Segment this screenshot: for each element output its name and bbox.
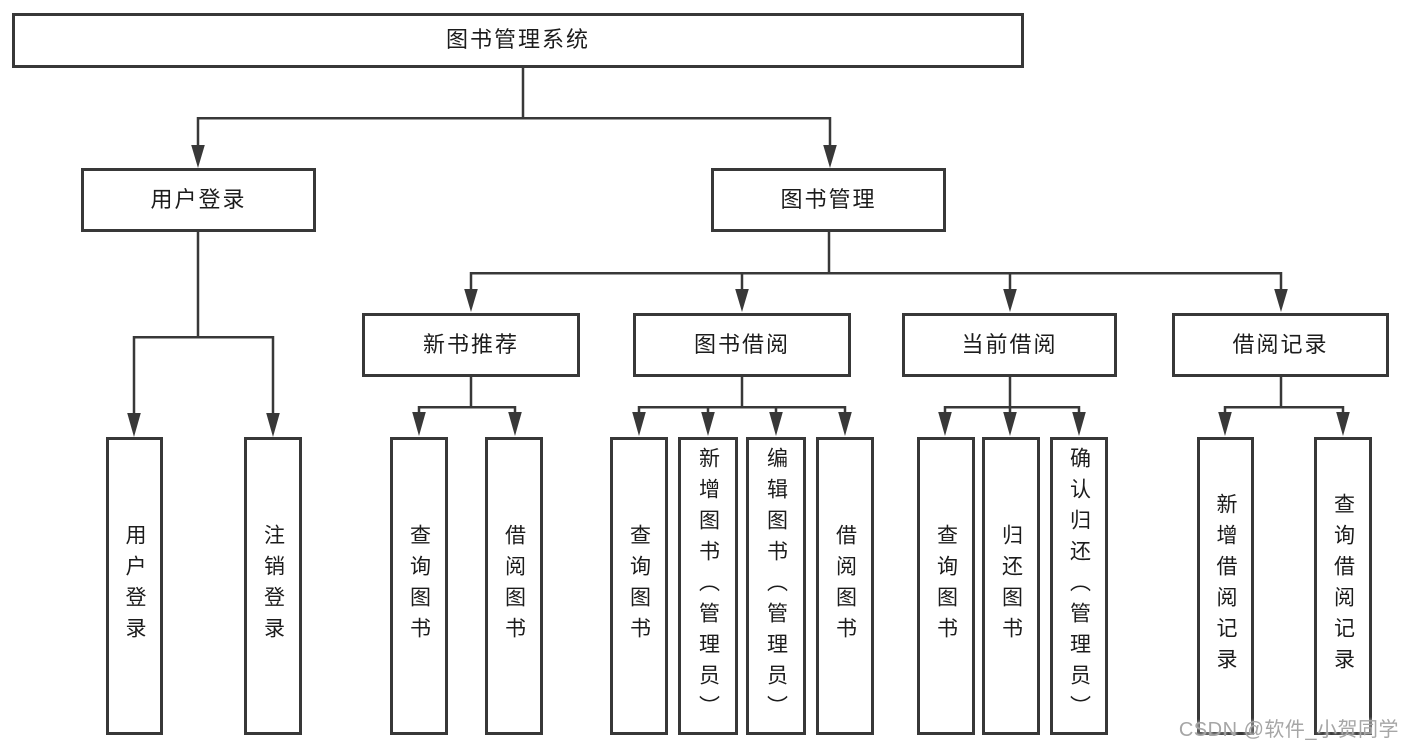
node-current-borrowing: 当前借阅: [902, 313, 1117, 377]
node-user-login: 用户登录: [81, 168, 316, 232]
leaf-return-book: 归还图书: [982, 437, 1040, 735]
node-label: 新增借阅记录: [1214, 493, 1237, 679]
node-label: 用户登录: [150, 186, 247, 212]
node-label: 确认归还（管理员）: [1067, 446, 1091, 726]
node-label: 借阅图书: [833, 524, 857, 648]
node-new-book-recommend: 新书推荐: [362, 313, 580, 377]
leaf-confirm-return-admin: 确认归还（管理员）: [1050, 437, 1108, 735]
node-label: 查询图书: [934, 524, 958, 648]
watermark: CSDN @软件_小贺同学: [1178, 719, 1399, 741]
node-borrowing-records: 借阅记录: [1172, 313, 1389, 377]
leaf-logout: 注销登录: [244, 437, 302, 735]
node-label: 查询图书: [407, 524, 431, 648]
node-label: 借阅图书: [502, 524, 526, 648]
node-label: 新书推荐: [422, 331, 519, 357]
node-label: 归还图书: [999, 524, 1023, 648]
leaf-add-borrow-record: 新增借阅记录: [1197, 437, 1254, 735]
leaf-add-book-admin: 新增图书（管理员）: [678, 437, 738, 735]
node-label: 图书借阅: [693, 331, 790, 357]
node-label: 图书管理: [780, 186, 877, 212]
node-label: 编辑图书（管理员）: [764, 446, 788, 726]
node-system-root: 图书管理系统: [12, 13, 1024, 68]
node-book-management: 图书管理: [711, 168, 946, 232]
node-label: 借阅记录: [1232, 331, 1329, 357]
node-label: 图书管理系统: [445, 27, 590, 53]
leaf-borrow-books-1: 借阅图书: [485, 437, 543, 735]
node-label: 新增图书（管理员）: [696, 446, 720, 726]
node-label: 查询图书: [627, 524, 651, 648]
node-label: 查询借阅记录: [1331, 493, 1355, 679]
leaf-query-borrow-record: 查询借阅记录: [1314, 437, 1372, 735]
leaf-borrow-books-2: 借阅图书: [816, 437, 874, 735]
leaf-query-books-1: 查询图书: [390, 437, 448, 735]
leaf-query-books-2: 查询图书: [610, 437, 668, 735]
node-label: 当前借阅: [961, 331, 1058, 357]
node-label: 用户登录: [123, 524, 146, 648]
leaf-query-books-3: 查询图书: [917, 437, 975, 735]
node-book-borrowing: 图书借阅: [633, 313, 851, 377]
leaf-edit-book-admin: 编辑图书（管理员）: [746, 437, 806, 735]
node-label: 注销登录: [261, 524, 285, 648]
leaf-user-login: 用户登录: [106, 437, 163, 735]
